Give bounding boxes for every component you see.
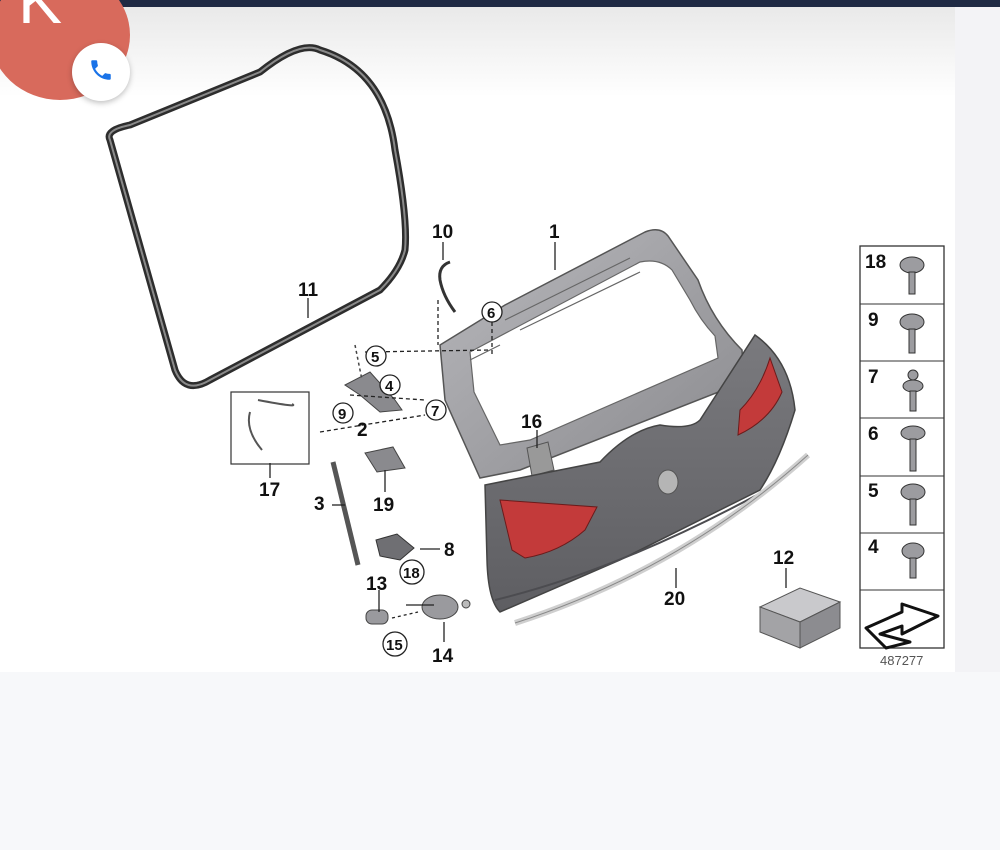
- fastener-label-7: 7: [868, 367, 879, 388]
- callout-9-circle: [332, 402, 354, 424]
- callout-6-circle: [481, 301, 503, 323]
- fastener-label-18: 18: [865, 252, 886, 273]
- fastener-9-screw: [899, 313, 925, 331]
- bump-stop-part: [365, 609, 389, 625]
- fastener-panel: 18 9 7 6 5 4: [859, 245, 945, 650]
- fastener-5-head: [900, 483, 926, 501]
- fastener-label-6: 6: [868, 424, 879, 445]
- callout-2: 2: [357, 420, 368, 441]
- fastener-7-shank: [909, 390, 917, 412]
- leader-lines: [269, 242, 787, 642]
- trim-strip-edge: [514, 454, 809, 624]
- tailgate-inner-frame-part: [439, 229, 745, 479]
- callout-4-circle: [379, 374, 401, 396]
- callout-9: 9: [338, 406, 346, 423]
- callout-14: 14: [432, 646, 454, 667]
- callout-20: 20: [664, 589, 685, 610]
- striker-bracket-part: [375, 533, 415, 561]
- washer-part: [421, 594, 459, 620]
- fastener-18-screw: [899, 256, 925, 274]
- fastener-5-shank: [909, 498, 917, 526]
- fastener-label-9: 9: [868, 310, 879, 331]
- callout-8: 8: [444, 540, 455, 561]
- top-bar: [0, 0, 1000, 7]
- fastener-18-shank: [908, 271, 916, 295]
- avatar-letter: K: [18, 0, 63, 37]
- callout-16: 16: [521, 412, 542, 433]
- callout-10: 10: [432, 222, 453, 243]
- callout-18-circle: [399, 559, 425, 585]
- cable-box: [230, 391, 310, 465]
- callout-17: 17: [259, 480, 280, 501]
- figure-id: 487277: [880, 653, 923, 668]
- top-fade: [0, 7, 1000, 97]
- callout-7-circle: [425, 399, 447, 421]
- fastener-7-collar: [902, 379, 924, 393]
- fastener-4-head: [901, 542, 925, 560]
- bracket-part: [526, 441, 555, 477]
- callout-15-circle: [382, 631, 408, 657]
- callout-12: 12: [773, 548, 794, 569]
- fastener-4-shank: [909, 557, 917, 579]
- callout-4: 4: [385, 378, 394, 395]
- directional-arrow-icon: [864, 602, 940, 650]
- washer-bolt-part: [461, 599, 471, 609]
- small-parts-box: [758, 587, 842, 649]
- callout-11: 11: [298, 280, 319, 301]
- fastener-label-4: 4: [868, 537, 879, 558]
- callout-7: 7: [431, 403, 439, 420]
- foil-part: [364, 446, 406, 473]
- call-button[interactable]: [72, 43, 130, 101]
- cable-part: [247, 399, 295, 451]
- fastener-label-5: 5: [868, 481, 879, 502]
- rod-part: [438, 260, 457, 313]
- fastener-6-shank: [909, 438, 917, 472]
- callout-19: 19: [373, 495, 394, 516]
- fastener-9-shank: [908, 328, 916, 354]
- callout-15: 15: [386, 637, 403, 654]
- callout-3: 3: [314, 494, 325, 515]
- fastener-6-head: [900, 425, 926, 441]
- empty-bottom-area: [0, 672, 1000, 850]
- window-seal-part: [105, 44, 410, 390]
- tailgate-outer-panel-part: [484, 333, 796, 613]
- callout-18: 18: [403, 565, 420, 582]
- phone-icon: [88, 57, 114, 88]
- hinge-part: [344, 371, 403, 413]
- callout-5: 5: [371, 349, 379, 366]
- callout-1: 1: [549, 222, 560, 243]
- callout-5-circle: [365, 345, 387, 367]
- hinge-axis-line: [354, 344, 363, 381]
- right-strip: [955, 7, 1000, 677]
- gas-strut-part: [330, 461, 361, 566]
- fastener-7-ball: [907, 369, 919, 381]
- callout-6: 6: [487, 305, 495, 322]
- callout-13: 13: [366, 574, 387, 595]
